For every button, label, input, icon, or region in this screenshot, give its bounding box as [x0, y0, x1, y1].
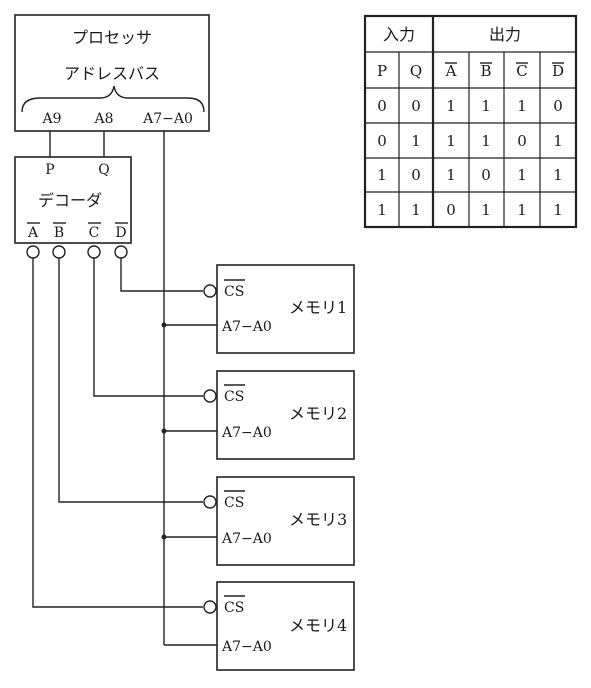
table-cell: 0 — [411, 97, 421, 115]
decoder-input-p: P — [45, 162, 54, 178]
memory-4: CS A7−A0 メモリ4 — [203, 581, 355, 671]
table-cell: 1 — [446, 97, 456, 115]
table-header-output: 出力 — [489, 25, 521, 44]
table-cell: 0 — [377, 132, 387, 150]
memory-3-name: メモリ3 — [289, 510, 347, 529]
table-cell: 1 — [553, 166, 563, 184]
memory-4-addr-label: A7−A0 — [221, 639, 272, 655]
table-cell: 0 — [553, 97, 563, 115]
decoder-output-b-label: B — [54, 225, 64, 241]
memory-4-cs-label: CS — [224, 600, 244, 616]
memory-2: CS A7−A0 メモリ2 — [203, 370, 355, 460]
memory-1-cs-label: CS — [224, 284, 244, 300]
wire-b-to-memory3 — [58, 258, 203, 503]
table-col-q: Q — [410, 62, 422, 80]
table-col-d: D — [552, 62, 564, 80]
memory-1-addr-label: A7−A0 — [221, 319, 272, 335]
table-cell: 1 — [446, 166, 456, 184]
junction-3 — [161, 534, 167, 540]
table-cell: 1 — [377, 166, 387, 184]
wire-a-to-memory4 — [32, 258, 203, 608]
wire-c-to-memory2 — [93, 258, 203, 397]
decoder-title: デコーダ — [38, 191, 102, 210]
table-cell: 1 — [446, 132, 456, 150]
bubble-d — [114, 245, 128, 259]
memory-1-cs-bubble — [203, 284, 217, 298]
memory-4-cs-bubble — [203, 600, 217, 614]
table-col-b: B — [480, 62, 491, 80]
memory-1-name: メモリ1 — [289, 298, 347, 317]
table-cell: 1 — [481, 132, 491, 150]
table-cell: 0 — [517, 132, 527, 150]
address-bus-brace — [21, 85, 205, 113]
decoder-input-q: Q — [98, 162, 109, 178]
memory-4-name: メモリ4 — [289, 616, 347, 635]
table-cell: 0 — [411, 166, 421, 184]
table-col-a: A — [445, 62, 457, 80]
wire-d-to-memory1 — [120, 258, 203, 292]
table-cell: 0 — [481, 166, 491, 184]
memory-3: CS A7−A0 メモリ3 — [203, 476, 355, 566]
table-cell: 1 — [411, 132, 421, 150]
junction-1 — [161, 322, 167, 328]
table-cell: 1 — [481, 201, 491, 219]
table-cell: 1 — [517, 201, 527, 219]
table-col-p: P — [377, 62, 387, 80]
processor-box — [14, 14, 210, 132]
table-cell: 1 — [411, 201, 421, 219]
decoder-output-c-label: C — [89, 225, 100, 241]
table-cell: 1 — [377, 201, 387, 219]
memory-1: CS A7−A0 メモリ1 — [203, 264, 355, 354]
processor-title: プロセッサ — [72, 28, 152, 47]
memory-3-addr-label: A7−A0 — [221, 531, 272, 547]
truth-table: 入力 出力 P Q A B C D 0 0 1 1 1 0 0 1 1 1 0 … — [363, 14, 578, 229]
table-cell: 0 — [377, 97, 387, 115]
truth-table-border — [363, 14, 578, 229]
bubble-b — [52, 245, 66, 259]
memory-2-addr-label: A7−A0 — [221, 425, 272, 441]
table-cell: 1 — [553, 201, 563, 219]
junction-2 — [161, 428, 167, 434]
decoder-block: P Q デコーダ A B C D — [14, 156, 132, 259]
memory-2-cs-label: CS — [224, 389, 244, 405]
decoder-output-a-label: A — [27, 225, 39, 241]
table-cell: 1 — [553, 132, 563, 150]
table-cell: 1 — [517, 97, 527, 115]
memory-2-cs-bubble — [203, 389, 217, 403]
pin-a8-label: A8 — [93, 111, 113, 127]
table-header-input: 入力 — [383, 25, 415, 44]
memory-2-name: メモリ2 — [289, 404, 347, 423]
memory-3-cs-bubble — [203, 495, 217, 509]
pin-a9-label: A9 — [41, 111, 61, 127]
address-bus-label: アドレスバス — [64, 64, 160, 83]
memory-3-cs-label: CS — [224, 495, 244, 511]
processor-block: プロセッサ アドレスバス A9 A8 A7−A0 — [14, 14, 210, 132]
table-cell: 1 — [517, 166, 527, 184]
bubble-c — [87, 245, 101, 259]
decoder-box — [14, 156, 132, 244]
table-cell: 0 — [446, 201, 456, 219]
decoder-output-d-label: D — [115, 225, 126, 241]
bubble-a — [26, 245, 40, 259]
pin-a7-a0-label: A7−A0 — [142, 111, 193, 127]
table-col-c: C — [516, 62, 527, 80]
table-cell: 1 — [481, 97, 491, 115]
